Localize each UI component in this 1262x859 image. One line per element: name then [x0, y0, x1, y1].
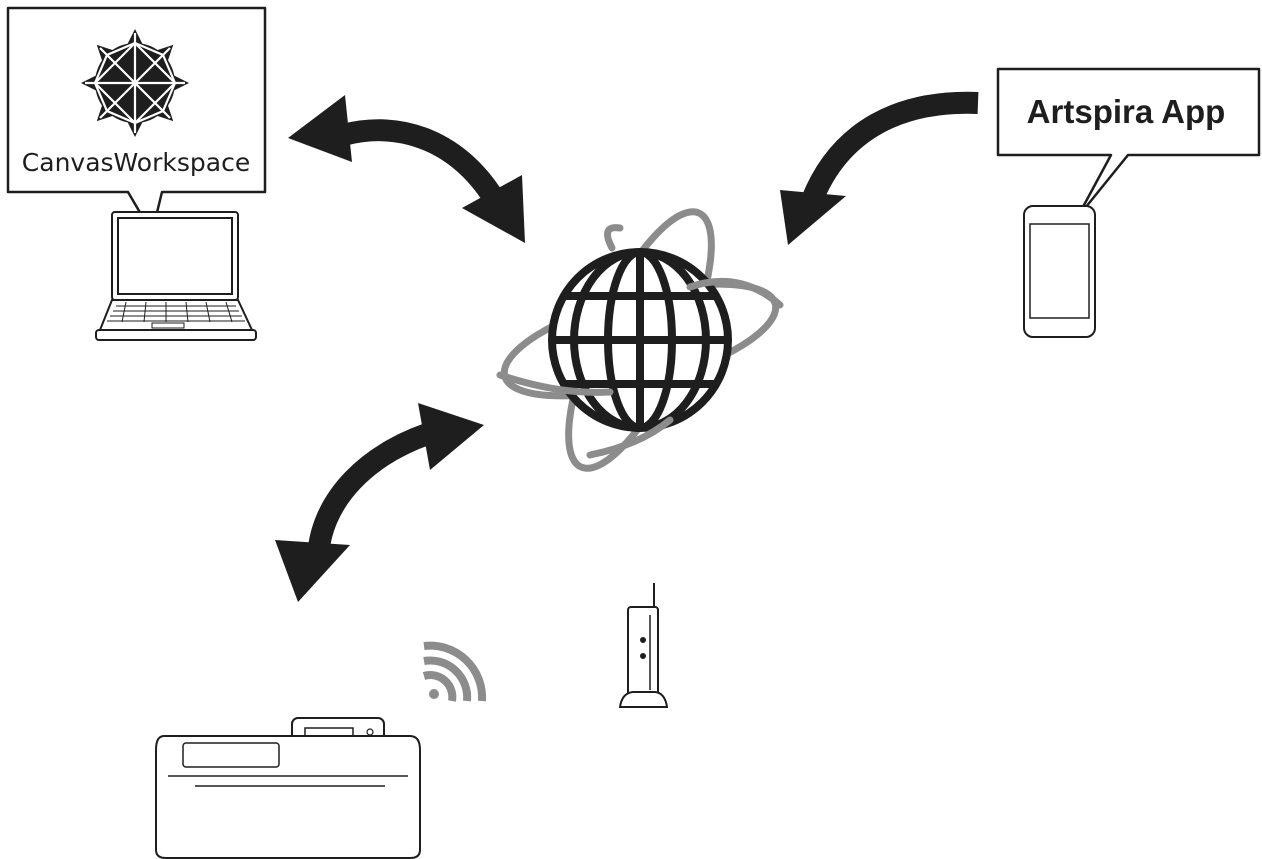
arrow-artspira-cloud — [780, 91, 979, 245]
globe-orbit-icon — [496, 208, 784, 472]
wireless-router-icon — [618, 583, 669, 708]
arrow-cloud-cutting-machine — [275, 403, 484, 602]
canvas-workspace-label: CanvasWorkspace — [22, 148, 250, 177]
star-burst-logo-icon — [81, 29, 189, 137]
wifi-signal-icon — [422, 641, 487, 702]
artspira-app-callout: Artspira App — [996, 67, 1261, 220]
laptop-icon — [95, 211, 257, 341]
cutting-machine-icon — [155, 717, 421, 859]
smartphone-icon — [1023, 205, 1096, 338]
canvas-workspace-callout: CanvasWorkspace — [6, 6, 267, 235]
artspira-app-label: Artspira App — [1027, 93, 1226, 130]
arrow-canvas-workspace-cloud — [288, 95, 525, 243]
